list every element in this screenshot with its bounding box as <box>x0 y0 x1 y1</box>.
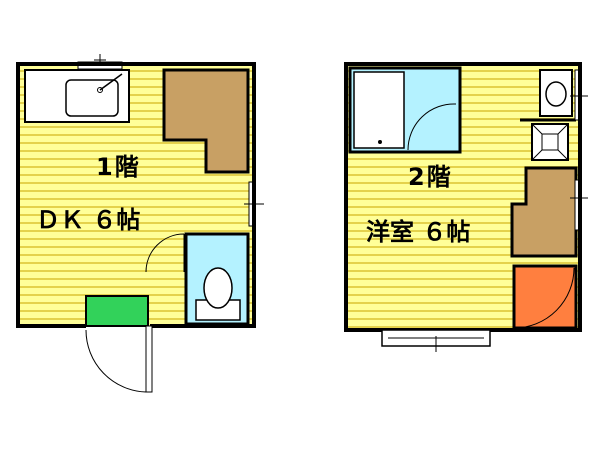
washing-machine-pan <box>531 123 569 161</box>
closet-floor-1 <box>162 68 250 174</box>
window-top-floor-1 <box>77 54 123 70</box>
entrance-door[interactable] <box>85 325 153 393</box>
closet-floor-2 <box>510 166 578 258</box>
floor-1-room-label: ＤＫ ６帖 <box>36 206 140 234</box>
outer-wall-floor-1 <box>16 62 256 328</box>
floor-2-level-label: 2階 <box>408 163 453 191</box>
kitchen-sink <box>24 69 130 123</box>
entrance[interactable] <box>85 295 149 327</box>
floor-2-room-label: 洋室 ６帖 <box>366 218 470 246</box>
toilet-room <box>184 232 250 326</box>
toilet-door <box>145 233 185 273</box>
washbasin <box>539 69 573 117</box>
bathroom <box>348 66 462 154</box>
staircase <box>512 264 578 330</box>
floor-2-plan: 2階 洋室 ６帖 <box>344 62 588 352</box>
floor-1-level-label: 1階 <box>96 153 141 181</box>
window-bottom-floor-2 <box>381 329 491 352</box>
floor-1-plan: 1階 ＤＫ ６帖 <box>16 54 264 393</box>
